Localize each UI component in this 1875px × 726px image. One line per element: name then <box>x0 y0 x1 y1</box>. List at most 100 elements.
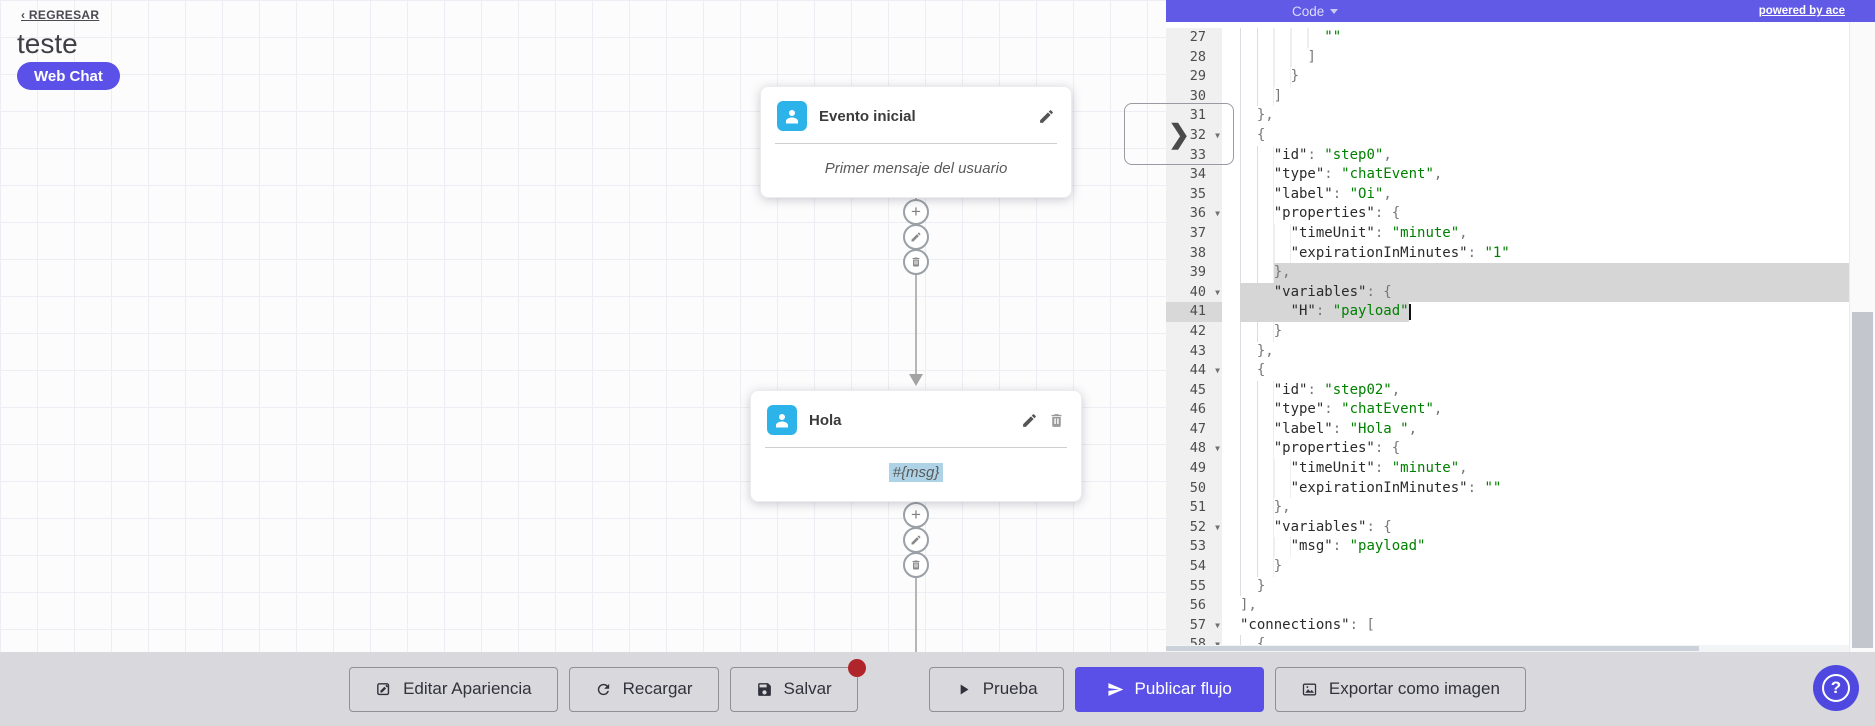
code-line[interactable]: 45 "id": "step02", <box>1166 380 1849 401</box>
code-line[interactable]: 41 "H": "payload" <box>1166 302 1849 322</box>
fold-arrow-icon[interactable]: ▼ <box>1215 287 1220 297</box>
publicar-flujo-button[interactable]: Publicar flujo <box>1074 666 1264 712</box>
code-line[interactable]: 29 } <box>1166 67 1849 87</box>
code-line-text[interactable]: }, <box>1222 341 1849 362</box>
code-mode-dropdown[interactable]: Code <box>1292 4 1339 19</box>
fold-arrow-icon[interactable]: ▼ <box>1215 640 1220 645</box>
code-line-text[interactable]: "properties": { <box>1222 204 1849 224</box>
code-line[interactable]: 46 "type": "chatEvent", <box>1166 400 1849 420</box>
editar-apariencia-button[interactable]: Editar Apariencia <box>349 666 558 712</box>
code-line[interactable]: 52▼ "variables": { <box>1166 517 1849 538</box>
code-line[interactable]: 32▼ { <box>1166 125 1849 146</box>
code-line[interactable]: 51 }, <box>1166 498 1849 518</box>
gutter-line-number[interactable]: 49 <box>1166 459 1222 479</box>
gutter-line-number[interactable]: 29 <box>1166 67 1222 87</box>
gutter-line-number[interactable]: 56 <box>1166 596 1222 616</box>
code-line-text[interactable]: "type": "chatEvent", <box>1222 165 1849 185</box>
delete-node-button[interactable] <box>1047 411 1065 429</box>
code-line[interactable]: 40▼ "variables": { <box>1166 282 1849 303</box>
code-line[interactable]: 56], <box>1166 596 1849 616</box>
code-line-text[interactable]: "timeUnit": "minute", <box>1222 223 1849 244</box>
code-line[interactable]: 28 ] <box>1166 47 1849 68</box>
code-line-text[interactable]: ] <box>1222 47 1849 68</box>
gutter-line-number[interactable]: 41 <box>1166 302 1222 322</box>
gutter-line-number[interactable]: 45 <box>1166 380 1222 401</box>
code-line-text[interactable]: "label": "Oi", <box>1222 184 1849 205</box>
code-line-text[interactable]: }, <box>1222 498 1849 518</box>
gutter-line-number[interactable]: 40▼ <box>1166 282 1222 303</box>
code-line[interactable]: 50 "expirationInMinutes": "" <box>1166 478 1849 499</box>
delete-connection-button[interactable] <box>903 552 929 578</box>
code-line[interactable]: 43 }, <box>1166 341 1849 362</box>
add-step-button[interactable]: + <box>903 502 929 528</box>
fold-arrow-icon[interactable]: ▼ <box>1215 620 1220 630</box>
gutter-line-number[interactable]: 51 <box>1166 498 1222 518</box>
gutter-line-number[interactable]: 55 <box>1166 576 1222 597</box>
code-line[interactable]: 33 "id": "step0", <box>1166 145 1849 166</box>
gutter-line-number[interactable]: 31 <box>1166 106 1222 126</box>
code-line-text[interactable]: "type": "chatEvent", <box>1222 400 1849 420</box>
code-line-text[interactable]: "" <box>1222 28 1849 48</box>
code-line[interactable]: 27 "" <box>1166 28 1849 48</box>
code-line-text[interactable]: "label": "Hola ", <box>1222 419 1849 440</box>
help-button[interactable]: ? <box>1813 665 1859 711</box>
code-line-text[interactable]: "properties": { <box>1222 439 1849 460</box>
edit-connection-button[interactable] <box>903 224 929 250</box>
edit-node-button[interactable] <box>1020 411 1038 429</box>
code-line[interactable]: 48▼ "properties": { <box>1166 439 1849 460</box>
gutter-line-number[interactable]: 52▼ <box>1166 517 1222 538</box>
code-line[interactable]: 30 ] <box>1166 86 1849 107</box>
flow-node-hola[interactable]: Hola #{msg} <box>750 390 1082 502</box>
code-line-text[interactable]: "id": "step0", <box>1222 145 1849 166</box>
gutter-line-number[interactable]: 47 <box>1166 419 1222 440</box>
code-line-text[interactable]: }, <box>1222 106 1849 126</box>
exportar-como-imagen-button[interactable]: Exportar como imagen <box>1274 666 1526 712</box>
code-line-text[interactable]: "variables": { <box>1222 517 1849 538</box>
gutter-line-number[interactable]: 48▼ <box>1166 439 1222 460</box>
prueba-button[interactable]: Prueba <box>928 666 1064 712</box>
edit-node-button[interactable] <box>1037 107 1055 125</box>
code-line[interactable]: 34 "type": "chatEvent", <box>1166 165 1849 185</box>
flow-node-evento-inicial[interactable]: Evento inicial Primer mensaje del usuari… <box>760 86 1072 198</box>
fold-arrow-icon[interactable]: ▼ <box>1215 444 1220 454</box>
back-link[interactable]: ‹ REGRESAR <box>21 8 100 22</box>
gutter-line-number[interactable]: 32▼ <box>1166 125 1222 146</box>
code-line-text[interactable]: }, <box>1222 263 1849 283</box>
code-line-text[interactable]: "H": "payload" <box>1222 302 1849 322</box>
code-line[interactable]: 54 } <box>1166 557 1849 577</box>
code-line-text[interactable]: "connections": [ <box>1240 616 1375 633</box>
vertical-scrollbar-thumb[interactable] <box>1852 312 1873 648</box>
gutter-line-number[interactable]: 33 <box>1166 145 1222 166</box>
code-line[interactable]: 36▼ "properties": { <box>1166 204 1849 224</box>
code-line-text[interactable]: "expirationInMinutes": "1" <box>1222 243 1849 264</box>
code-line[interactable]: 44▼ { <box>1166 361 1849 381</box>
code-line-text[interactable]: { <box>1222 635 1849 645</box>
code-line[interactable]: 37 "timeUnit": "minute", <box>1166 223 1849 244</box>
salvar-button[interactable]: Salvar <box>729 658 866 712</box>
gutter-line-number[interactable]: 39 <box>1166 263 1222 283</box>
gutter-line-number[interactable]: 58▼ <box>1166 635 1222 645</box>
add-step-button[interactable]: + <box>903 199 929 225</box>
code-line[interactable]: 42 } <box>1166 321 1849 342</box>
gutter-line-number[interactable]: 36▼ <box>1166 204 1222 224</box>
gutter-line-number[interactable]: 38 <box>1166 243 1222 264</box>
code-line-text[interactable]: } <box>1222 67 1849 87</box>
gutter-line-number[interactable]: 54 <box>1166 557 1222 577</box>
gutter-line-number[interactable]: 27 <box>1166 28 1222 48</box>
code-line-text[interactable]: ], <box>1240 597 1257 614</box>
gutter-line-number[interactable]: 28 <box>1166 47 1222 68</box>
gutter-line-number[interactable]: 53 <box>1166 537 1222 558</box>
code-line-text[interactable]: ] <box>1222 86 1849 107</box>
gutter-line-number[interactable]: 46 <box>1166 400 1222 420</box>
code-line[interactable]: 39 }, <box>1166 263 1849 283</box>
code-line-text[interactable]: "msg": "payload" <box>1222 537 1849 558</box>
gutter-line-number[interactable]: 37 <box>1166 223 1222 244</box>
gutter-line-number[interactable]: 42 <box>1166 321 1222 342</box>
code-line[interactable]: 38 "expirationInMinutes": "1" <box>1166 243 1849 264</box>
code-line-text[interactable]: { <box>1222 125 1849 146</box>
code-line[interactable]: 58▼ { <box>1166 635 1849 645</box>
gutter-line-number[interactable]: 50 <box>1166 478 1222 499</box>
code-line-text[interactable]: { <box>1222 361 1849 381</box>
gutter-line-number[interactable]: 44▼ <box>1166 361 1222 381</box>
gutter-line-number[interactable]: 30 <box>1166 86 1222 107</box>
